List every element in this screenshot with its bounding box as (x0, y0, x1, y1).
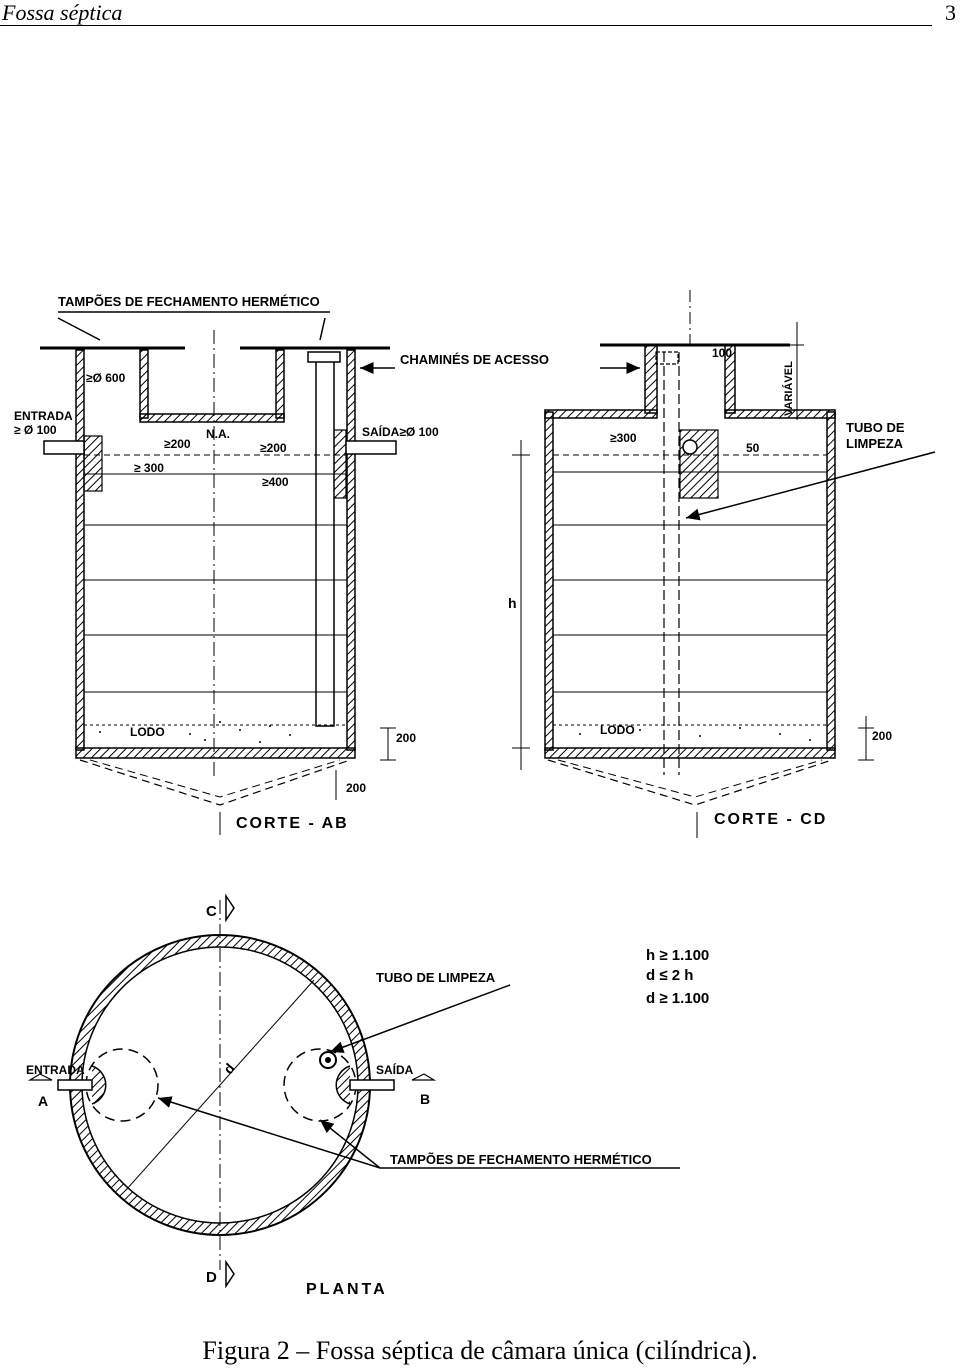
label-entrada-ab: ENTRADA (14, 409, 73, 423)
label-d-marker: D (206, 1269, 217, 1286)
label-dim-50: 50 (746, 441, 760, 455)
label-planta: PLANTA (306, 1281, 388, 1298)
label-formula-2: d ≤ 2 h (646, 967, 693, 984)
chimney-right-wall-cd (724, 344, 736, 414)
label-corte-ab: CORTE - AB (236, 815, 349, 832)
tank-floor-ab (75, 747, 356, 759)
label-chamines: CHAMINÉS DE ACESSO (400, 352, 549, 367)
figure-caption: Figura 2 – Fossa séptica de câmara única… (202, 1336, 758, 1365)
tank-roof-cd-right (724, 409, 836, 419)
label-corte-cd: CORTE - CD (714, 811, 827, 828)
cleaning-pipe-cap-ab (307, 351, 341, 363)
section-ab: TAMPÕES DE FECHAMENTO HERMÉTICO CHAMINÉS… (14, 294, 640, 835)
ring-joints-ab (84, 473, 347, 693)
label-saida-top: SAÍDA≥Ø 100 (362, 424, 439, 439)
ring-joints-cd (553, 471, 827, 693)
label-entrada-dim: ≥ Ø 100 (14, 423, 57, 437)
label-dim-300-a: ≥ 300 (134, 461, 164, 475)
label-dim-300-b: ≥300 (610, 431, 637, 445)
tank-wall-right-ab (346, 349, 356, 751)
label-dim-200-a: ≥200 (164, 437, 191, 451)
tank-roof-ab (139, 413, 285, 423)
label-na: N.A. (206, 427, 230, 441)
chimney-right-wall-ab (275, 349, 285, 419)
tank-wall-left-ab (75, 349, 85, 751)
label-dim-200-cone-a: 200 (346, 781, 366, 795)
label-tampoes-top: TAMPÕES DE FECHAMENTO HERMÉTICO (58, 294, 320, 309)
running-title: Fossa séptica (2, 0, 123, 25)
label-dim-200-bottom-a: 200 (396, 731, 416, 745)
label-c-marker: C (206, 903, 217, 920)
label-saida-plan: SAÍDA (376, 1062, 414, 1077)
label-tubo-limpeza-plan: TUBO DE LIMPEZA (376, 970, 496, 985)
label-h: h (508, 595, 517, 611)
label-b-marker: B (420, 1091, 430, 1107)
chimney-left-wall-ab (139, 349, 149, 419)
label-lodo-b: LODO (600, 723, 635, 737)
page-number: 3 (945, 0, 956, 25)
label-tubo-limpeza-top-2: LIMPEZA (846, 436, 904, 451)
tank-wall-right-cd (826, 411, 836, 751)
label-tampoes-plan: TAMPÕES DE FECHAMENTO HERMÉTICO (390, 1152, 652, 1167)
sludge-ab (99, 721, 291, 743)
inlet-baffle-plan (91, 1065, 107, 1105)
diameter-line (125, 979, 315, 1191)
label-lodo-a: LODO (130, 725, 165, 739)
label-chimney-diam: ≥Ø 600 (86, 371, 126, 385)
header-rule (0, 25, 932, 26)
label-a-marker: A (38, 1093, 48, 1109)
tank-wall-left-cd (544, 411, 554, 751)
label-dim-100: 100 (712, 346, 732, 360)
cleaning-pipe-ab (315, 359, 335, 727)
tank-roof-cd-left (544, 409, 658, 419)
label-tubo-limpeza-top-1: TUBO DE (846, 420, 905, 435)
label-entrada-plan: ENTRADA (26, 1063, 85, 1077)
inlet-baffle-ab (83, 435, 103, 492)
label-dim-200-bottom-b: 200 (872, 729, 892, 743)
label-d-dim: d (220, 1060, 238, 1077)
cone-bottom-ab (79, 759, 351, 806)
label-formula-1: h ≥ 1.100 (646, 947, 709, 964)
cleaning-pipe-cd (663, 352, 680, 775)
outlet-baffle-cd (679, 429, 719, 499)
outlet-pipe-ab (345, 440, 397, 455)
chimney-left-wall-cd (644, 344, 658, 414)
plan-view: C D TUBO DE LIMPEZA h ≥ 1.100 d ≤ 2 h d … (26, 893, 709, 1298)
cone-bottom-cd (547, 759, 833, 806)
label-formula-3: d ≥ 1.100 (646, 990, 709, 1007)
outlet-baffle-plan (335, 1065, 351, 1105)
tank-floor-cd (544, 747, 836, 759)
inlet-pipe-plan (57, 1079, 93, 1091)
sludge-cd (579, 727, 811, 741)
outlet-pipe-plan (349, 1079, 395, 1091)
label-dim-400: ≥400 (262, 475, 289, 489)
page-header: Fossa séptica 3 (0, 0, 960, 26)
section-cd: 100 VARIÁVEL TUBO DE LIMPEZA ≥300 50 h L… (508, 290, 936, 838)
label-dim-200-b: ≥200 (260, 441, 287, 455)
label-variavel: VARIÁVEL (782, 361, 795, 416)
outlet-pipe-cd (682, 439, 698, 455)
inlet-pipe-ab (43, 440, 85, 455)
